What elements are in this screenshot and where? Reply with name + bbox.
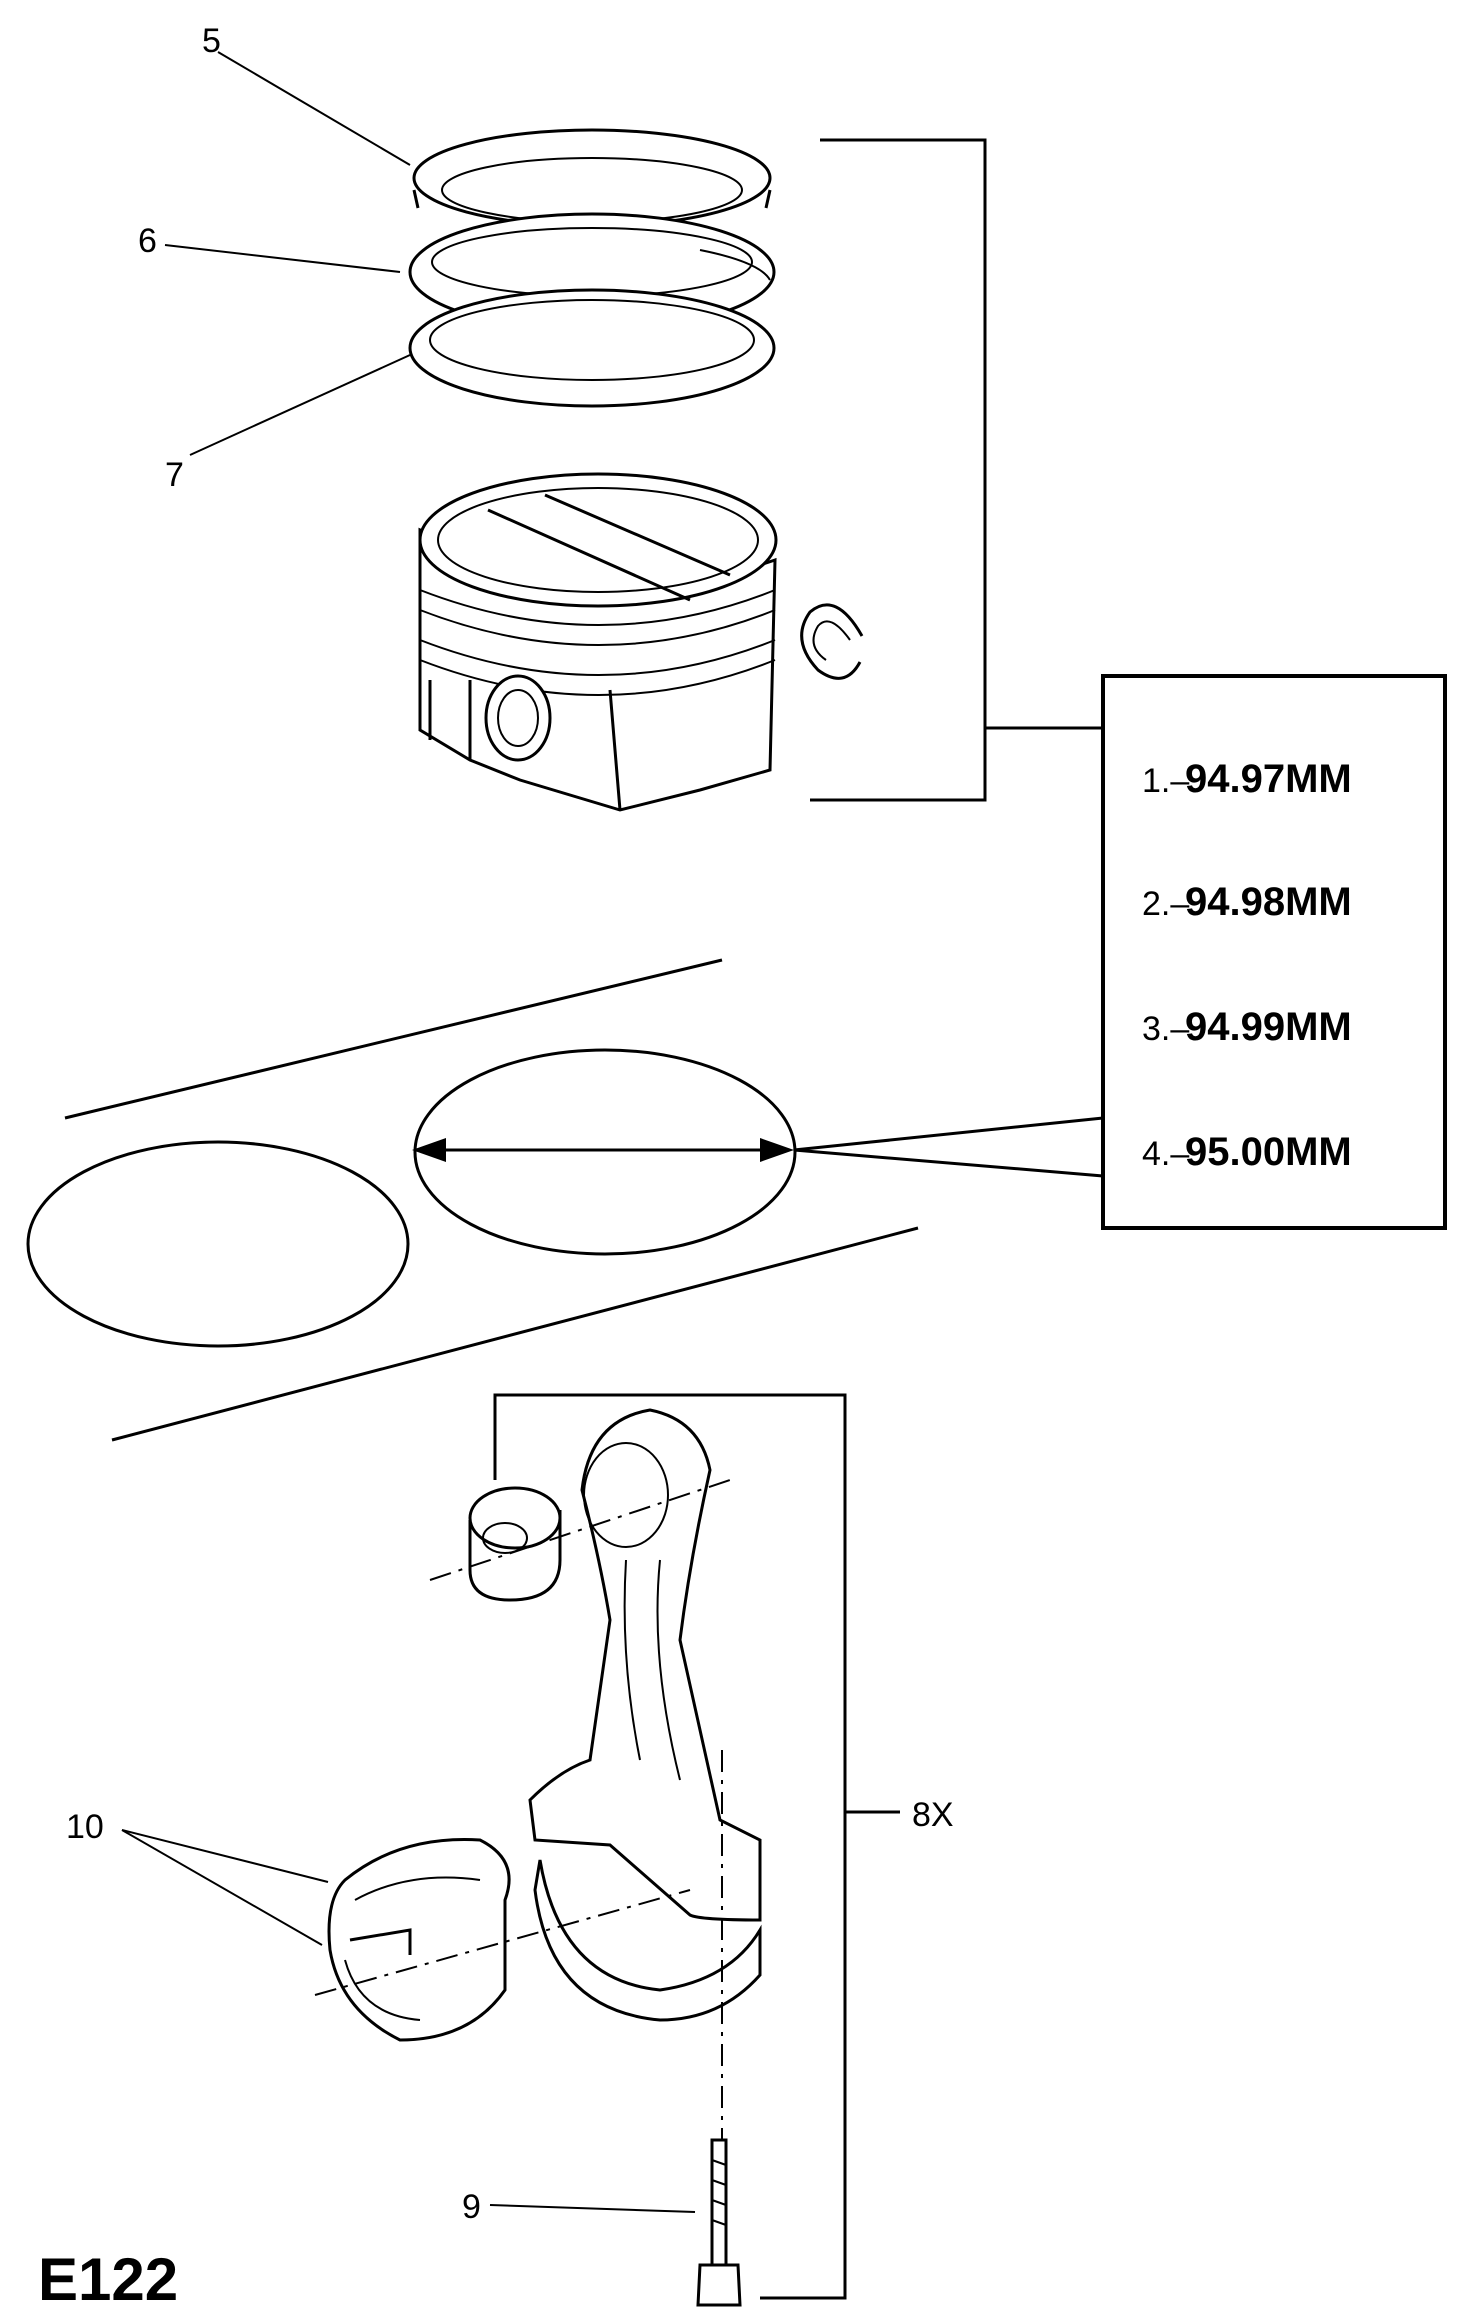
rod-assembly-bracket xyxy=(493,1393,900,2300)
callout-label-7: 7 xyxy=(165,456,184,494)
figure-id: E122 xyxy=(38,2246,178,2313)
piston-ring-oil[interactable] xyxy=(408,288,776,408)
bore-size-value: 94.97MM xyxy=(1185,757,1352,801)
bore-size-value: 94.98MM xyxy=(1185,880,1352,924)
bore-size-index: 3.– xyxy=(1142,1010,1189,1048)
callout-label-6: 6 xyxy=(138,222,157,260)
connecting-rod[interactable] xyxy=(528,1408,762,2022)
small-end-bushing[interactable] xyxy=(468,1486,562,1602)
bore-size-row: 1.– 94.97MM xyxy=(1142,757,1352,801)
bore-size-row: 4.– 95.00MM xyxy=(1142,1130,1352,1174)
cylinder-block-bores xyxy=(26,958,919,1442)
bore-size-row: 2.– 94.98MM xyxy=(1142,880,1352,924)
callout-label-9: 9 xyxy=(462,2188,481,2226)
bore-size-index: 2.– xyxy=(1142,885,1189,923)
assembly-centerlines xyxy=(314,1479,731,2140)
bore-size-index: 1.– xyxy=(1142,762,1189,800)
rod-bolt[interactable] xyxy=(696,2138,742,2307)
piston-pin-circlip[interactable] xyxy=(800,603,864,680)
piston-ring-top[interactable] xyxy=(412,128,772,228)
piston-assembly-bracket xyxy=(810,138,1103,802)
bore-size-index: 4.– xyxy=(1142,1135,1189,1173)
bore-size-value: 94.99MM xyxy=(1185,1005,1352,1049)
bore-diameter-arrow xyxy=(412,1116,1104,1178)
bore-size-table: 1.– 94.97MM 2.– 94.98MM 3.– 94.99MM 4.– … xyxy=(1101,674,1447,1230)
callout-label-10: 10 xyxy=(66,1808,104,1846)
callout-label-5: 5 xyxy=(202,22,221,60)
piston[interactable] xyxy=(418,472,778,812)
callout-leaders xyxy=(121,51,696,2213)
rod-bearing-shells[interactable] xyxy=(327,1838,511,2042)
bore-size-value: 95.00MM xyxy=(1185,1130,1352,1174)
callout-label-8x: 8X xyxy=(912,1796,954,1834)
bore-size-row: 3.– 94.99MM xyxy=(1142,1005,1352,1049)
